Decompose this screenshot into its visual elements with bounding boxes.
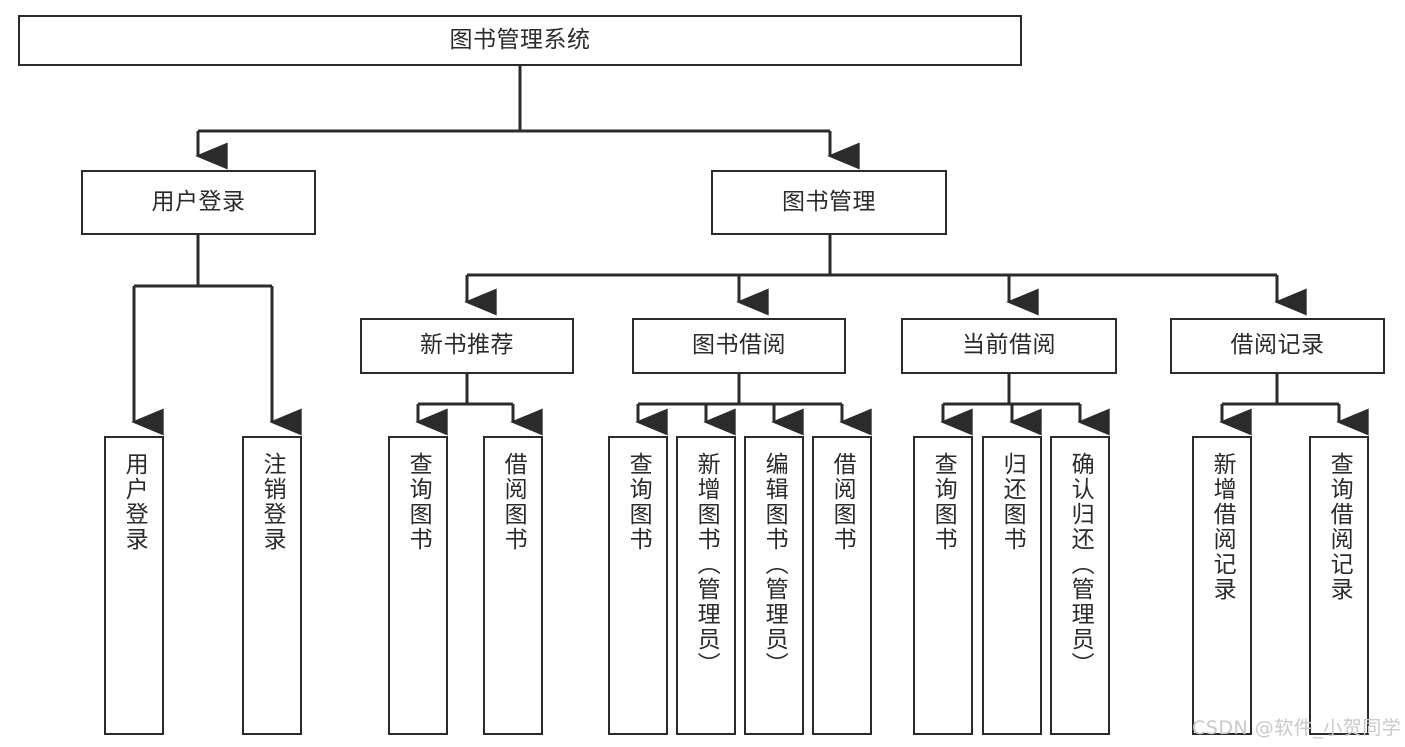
node-label: 查询借阅记录	[1326, 452, 1353, 602]
leaf-recommend-borrow-book[interactable]: 借阅图书	[483, 436, 543, 735]
node-label: 注销登录	[259, 452, 286, 552]
node-label: 图书管理	[782, 188, 876, 215]
leaf-borrow-edit-book-admin[interactable]: 编辑图书（管理员）	[744, 436, 804, 735]
leaf-user-logout[interactable]: 注销登录	[242, 436, 302, 735]
node-label: 归还图书	[999, 452, 1026, 552]
leaf-current-return-book[interactable]: 归还图书	[982, 436, 1042, 735]
node-label: 新增图书（管理员）	[693, 452, 720, 677]
node-label: 借阅图书	[500, 452, 527, 552]
csdn-watermark: CSDN @软件_小贺同学	[1192, 717, 1402, 739]
leaf-user-login[interactable]: 用户登录	[104, 436, 164, 735]
node-root-system[interactable]: 图书管理系统	[18, 15, 1022, 66]
node-label: 确认归还（管理员）	[1067, 452, 1094, 677]
node-book-borrow[interactable]: 图书借阅	[632, 318, 846, 374]
node-current-borrow[interactable]: 当前借阅	[901, 318, 1117, 374]
node-label: 借阅记录	[1230, 332, 1325, 359]
leaf-borrow-add-book-admin[interactable]: 新增图书（管理员）	[676, 436, 736, 735]
leaf-recommend-query-book[interactable]: 查询图书	[388, 436, 448, 735]
node-label: 当前借阅	[962, 332, 1056, 359]
leaf-borrow-query-book[interactable]: 查询图书	[608, 436, 668, 735]
leaf-records-query-record[interactable]: 查询借阅记录	[1309, 436, 1369, 735]
node-label: 查询图书	[930, 452, 957, 552]
node-label: 新书推荐	[420, 332, 514, 359]
leaf-records-add-record[interactable]: 新增借阅记录	[1192, 436, 1252, 735]
node-label: 用户登录	[121, 452, 148, 552]
node-label: 图书借阅	[692, 332, 786, 359]
node-borrow-records[interactable]: 借阅记录	[1170, 318, 1385, 374]
node-label: 借阅图书	[829, 452, 856, 552]
node-label: 新增借阅记录	[1209, 452, 1236, 602]
node-label: 编辑图书（管理员）	[761, 452, 788, 677]
leaf-borrow-borrow-book[interactable]: 借阅图书	[812, 436, 872, 735]
node-label: 用户登录	[151, 188, 246, 215]
node-label: 查询图书	[625, 452, 652, 552]
node-label: 查询图书	[405, 452, 432, 552]
node-book-management[interactable]: 图书管理	[711, 170, 947, 235]
leaf-current-query-book[interactable]: 查询图书	[913, 436, 973, 735]
node-user-login[interactable]: 用户登录	[81, 170, 316, 235]
leaf-current-confirm-return-admin[interactable]: 确认归还（管理员）	[1050, 436, 1110, 735]
node-new-book-recommend[interactable]: 新书推荐	[360, 318, 574, 374]
node-label: 图书管理系统	[449, 26, 591, 53]
